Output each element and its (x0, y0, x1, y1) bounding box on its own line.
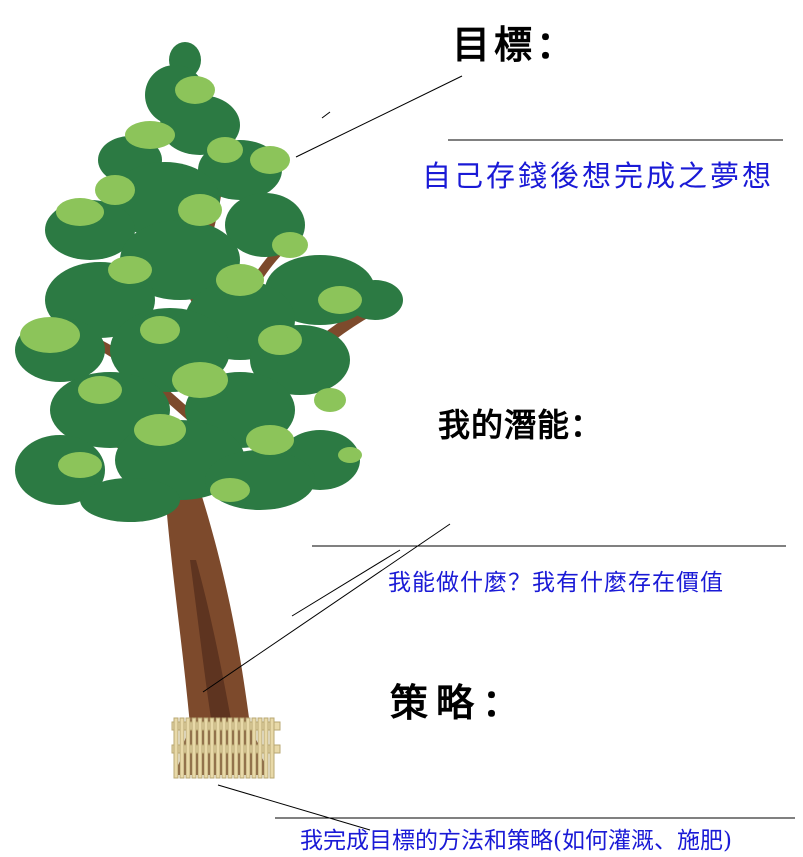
fence-picket (227, 717, 233, 779)
fence-illustration (171, 717, 281, 779)
strategy-heading: 策略： (390, 681, 529, 725)
fence-picket (185, 717, 191, 779)
fence-picket (239, 717, 245, 779)
goal-heading: 目標： (452, 23, 579, 67)
fence-picket (263, 717, 269, 779)
potential-heading: 我的潛能： (438, 406, 604, 444)
fence-picket (251, 717, 257, 779)
fence-picket (191, 717, 197, 779)
fence-picket (179, 717, 185, 779)
tree-foliage-light (20, 76, 362, 502)
fence-picket (233, 717, 239, 779)
fence-picket (173, 717, 179, 779)
fence-picket (257, 717, 263, 779)
fence-picket (245, 717, 251, 779)
fence-picket (203, 717, 209, 779)
fence-picket (209, 717, 215, 779)
fence-picket (269, 717, 275, 779)
fence-picket (215, 717, 221, 779)
fence-picket (197, 717, 203, 779)
strategy-description: 我完成目標的方法和策略(如何灌溉、施肥) (300, 828, 732, 854)
goal-description: 自己存錢後想完成之夢想 (422, 159, 775, 193)
connector-lines (202, 75, 795, 831)
potential-description: 我能做什麼？我有什麼存在價值 (388, 570, 724, 596)
fence-picket (221, 717, 227, 779)
